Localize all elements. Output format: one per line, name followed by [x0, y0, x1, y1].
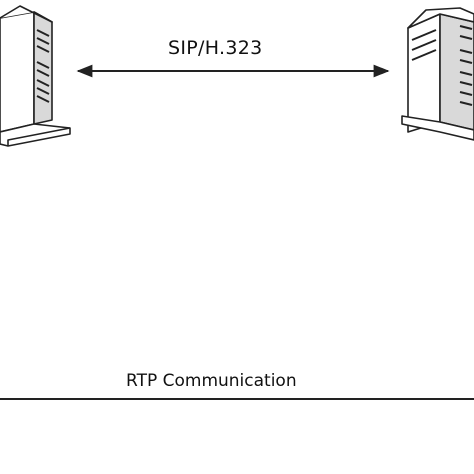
server-icon-left: [0, 5, 71, 147]
rtp-communication-label: RTP Communication: [126, 371, 297, 391]
signaling-protocol-label: SIP/H.323: [168, 37, 263, 59]
server-icon-right: [401, 7, 474, 141]
